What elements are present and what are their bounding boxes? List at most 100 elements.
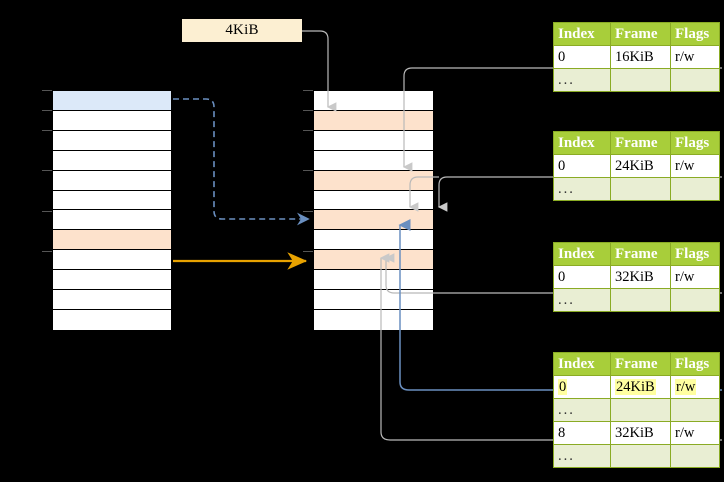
middle-column-tick [303, 210, 313, 212]
table-ellipsis-row: ... [553, 288, 720, 312]
cell-frame: 24KiB [610, 375, 671, 399]
cell-flags: r/w [670, 375, 720, 399]
cell-flags: r/w [670, 45, 720, 69]
cell-flags [670, 177, 720, 201]
cell-index: 0 [553, 154, 611, 178]
physical-frame-row [314, 130, 433, 151]
cell-index: ... [553, 288, 611, 312]
cell-frame: 32KiB [610, 265, 671, 289]
virtual-page-row [53, 250, 171, 271]
cell-index: 0 [553, 265, 611, 289]
cell-flags: r/w [670, 421, 720, 445]
virtual-page-row [53, 110, 171, 131]
cell-frame [610, 288, 671, 312]
column-header-index: Index [553, 22, 611, 46]
column-header-frame: Frame [610, 242, 671, 266]
physical-frame-row [314, 190, 433, 211]
cell-frame: 24KiB [610, 154, 671, 178]
physical-frame-row [314, 91, 433, 111]
column-header-index: Index [553, 131, 611, 155]
cell-index: 0 [553, 375, 611, 399]
virtual-page-row [53, 91, 171, 111]
physical-frame-row [314, 110, 433, 131]
physical-frame-row [314, 170, 433, 191]
column-header-flags: Flags [670, 352, 720, 376]
cell-flags [670, 398, 720, 422]
cell-index: ... [553, 177, 611, 201]
column-header-index: Index [553, 242, 611, 266]
table-ellipsis-row: ... [553, 68, 720, 92]
cell-index: ... [553, 444, 611, 468]
column-header-frame: Frame [610, 131, 671, 155]
virtual-page-row [53, 309, 171, 330]
cell-flags [670, 288, 720, 312]
column-header-flags: Flags [670, 242, 720, 266]
left-column-tick [42, 130, 52, 132]
physical-frame-row [314, 250, 433, 271]
column-header-flags: Flags [670, 22, 720, 46]
physical-frame-row [314, 270, 433, 291]
cell-index: 8 [553, 421, 611, 445]
column-header-frame: Frame [610, 352, 671, 376]
virtual-page-row [53, 190, 171, 211]
middle-column-tick [303, 130, 313, 132]
virtual-page-row [53, 150, 171, 171]
left-column-tick [42, 110, 52, 112]
cell-frame [610, 398, 671, 422]
column-header-index: Index [553, 352, 611, 376]
cell-frame [610, 177, 671, 201]
middle-column-tick [303, 250, 313, 252]
virtual-address-space-column [52, 90, 172, 331]
page-size-label: 4KiB [225, 22, 259, 38]
physical-frame-row [314, 309, 433, 330]
middle-column-tick [303, 170, 313, 172]
left-column-tick [42, 90, 52, 91]
table-ellipsis-row: ... [553, 444, 720, 468]
cell-index: ... [553, 68, 611, 92]
table-ellipsis-row: ... [553, 177, 720, 201]
cell-frame: 16KiB [610, 45, 671, 69]
physical-frame-row [314, 290, 433, 310]
column-header-frame: Frame [610, 22, 671, 46]
physical-frame-row [314, 230, 433, 251]
left-column-tick [42, 250, 52, 252]
page-size-label-box: 4KiB [182, 19, 302, 42]
middle-column-tick [303, 110, 313, 112]
virtual-page-row [53, 210, 171, 231]
cell-flags [670, 68, 720, 92]
virtual-page-row [53, 170, 171, 191]
physical-frame-row [314, 210, 433, 231]
column-header-flags: Flags [670, 131, 720, 155]
physical-frame-row [314, 150, 433, 171]
left-column-tick [42, 170, 52, 172]
cell-flags: r/w [670, 265, 720, 289]
cell-flags [670, 444, 720, 468]
middle-column-tick [303, 90, 313, 91]
virtual-page-row [53, 290, 171, 310]
cell-index: 0 [553, 45, 611, 69]
cell-flags: r/w [670, 154, 720, 178]
cell-frame: 32KiB [610, 421, 671, 445]
table-ellipsis-row: ... [553, 398, 720, 422]
cell-frame [610, 444, 671, 468]
virtual-page-row [53, 230, 171, 251]
cell-frame [610, 68, 671, 92]
physical-address-space-column [313, 90, 434, 331]
left-column-tick [42, 210, 52, 212]
virtual-page-row [53, 130, 171, 151]
virtual-page-row [53, 270, 171, 291]
